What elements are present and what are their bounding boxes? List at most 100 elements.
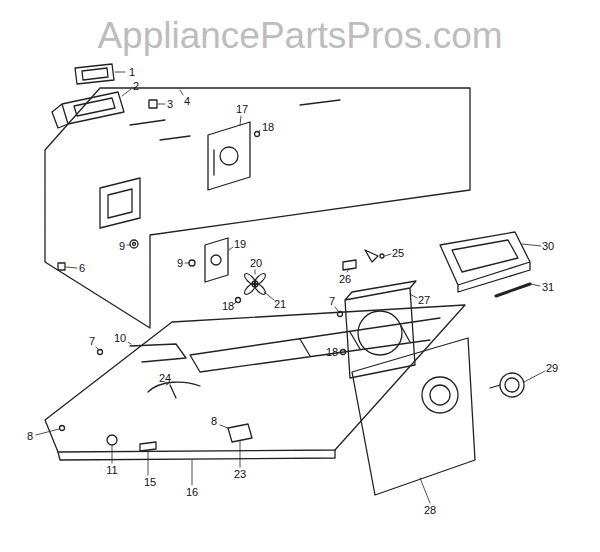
callout-number: 8	[211, 416, 217, 427]
callout-number: 9	[177, 258, 183, 269]
leader-line	[385, 254, 391, 256]
callout-number: 18	[222, 301, 234, 312]
leader-line	[36, 429, 59, 435]
leader-line	[229, 247, 233, 250]
callout-number: 2	[133, 81, 139, 92]
leader-line	[148, 452, 149, 475]
clip-part	[343, 260, 356, 270]
rear-panel	[430, 385, 450, 405]
motor	[500, 373, 524, 397]
housing	[100, 178, 140, 228]
callout-number: 19	[234, 239, 246, 250]
leader-line	[66, 267, 77, 268]
leader-line	[192, 460, 193, 485]
leader-line	[158, 104, 165, 105]
leader-line	[36, 72, 545, 503]
screw	[60, 350, 103, 431]
leader-line	[112, 446, 113, 463]
callout-number: 29	[546, 363, 558, 374]
leader-line	[240, 116, 241, 125]
bracket	[220, 147, 238, 165]
bracket	[228, 424, 252, 442]
pin	[496, 284, 530, 296]
clip-part	[140, 442, 156, 451]
leader-line	[122, 89, 131, 96]
callout-number: 24	[159, 373, 171, 384]
housing	[130, 100, 340, 140]
callout-number: 7	[89, 336, 95, 347]
grommet	[130, 240, 138, 248]
ice-tray	[440, 232, 530, 292]
leader-line	[420, 478, 430, 503]
bracket	[208, 122, 250, 190]
leader-line	[522, 244, 541, 246]
grommet	[107, 435, 117, 445]
bracket	[208, 122, 250, 190]
grommet	[189, 260, 195, 266]
callout-number: 21	[274, 299, 286, 310]
leader-line	[264, 292, 274, 300]
drain-pan	[58, 450, 335, 460]
callout-number: 31	[542, 282, 554, 293]
wire-harness	[148, 382, 200, 398]
housing	[45, 88, 470, 328]
callout-number: 17	[236, 104, 248, 115]
leader-line	[255, 270, 256, 274]
clip-part	[149, 100, 157, 108]
callout-number: 1	[129, 67, 135, 78]
ice-tray	[440, 232, 530, 292]
grommet	[130, 240, 138, 248]
callout-number: 10	[114, 333, 126, 344]
fan-shroud	[358, 311, 402, 355]
gasket	[75, 64, 114, 84]
leader-line	[347, 269, 349, 272]
leader-line	[166, 384, 168, 385]
plug	[58, 263, 65, 270]
callout-number: 6	[79, 263, 85, 274]
leader-line	[410, 294, 417, 298]
retainer	[365, 250, 384, 262]
callout-number: 11	[106, 465, 117, 476]
pin	[496, 284, 530, 296]
callout-number: 26	[339, 274, 351, 285]
motor	[505, 378, 519, 392]
callout-number: 15	[144, 477, 156, 488]
wire-harness	[148, 382, 200, 398]
screw	[98, 350, 103, 355]
leader-line	[259, 130, 260, 132]
clip-part	[149, 100, 157, 108]
housing	[45, 88, 470, 328]
leader-line	[180, 90, 183, 95]
leader-line	[339, 352, 340, 353]
leader-line	[128, 342, 131, 344]
clip-part	[343, 260, 356, 270]
leader-line	[96, 347, 98, 349]
rear-panel	[422, 377, 458, 413]
callout-number: 18	[262, 122, 274, 133]
callout-number: 23	[234, 469, 246, 480]
fan-blade	[243, 272, 267, 296]
grommet	[133, 243, 136, 246]
bracket	[228, 424, 252, 442]
clip-part	[140, 442, 156, 451]
leader-line	[524, 371, 545, 382]
callout-number: 3	[167, 99, 173, 110]
callout-number: 4	[184, 96, 190, 107]
leader-line	[240, 441, 241, 467]
callout-number: 9	[119, 241, 125, 252]
leader-line	[185, 263, 189, 264]
gasket	[75, 64, 114, 84]
retainer	[380, 254, 384, 258]
motor	[490, 373, 524, 397]
leader-line	[220, 425, 228, 428]
callout-number: 18	[326, 347, 338, 358]
bezel	[52, 92, 124, 128]
callout-number: 28	[424, 505, 436, 516]
drain-pan	[190, 318, 440, 372]
drain-pan	[45, 305, 465, 452]
callout-number: 27	[418, 295, 430, 306]
leader-line	[335, 307, 338, 311]
motor-bracket	[205, 238, 228, 282]
